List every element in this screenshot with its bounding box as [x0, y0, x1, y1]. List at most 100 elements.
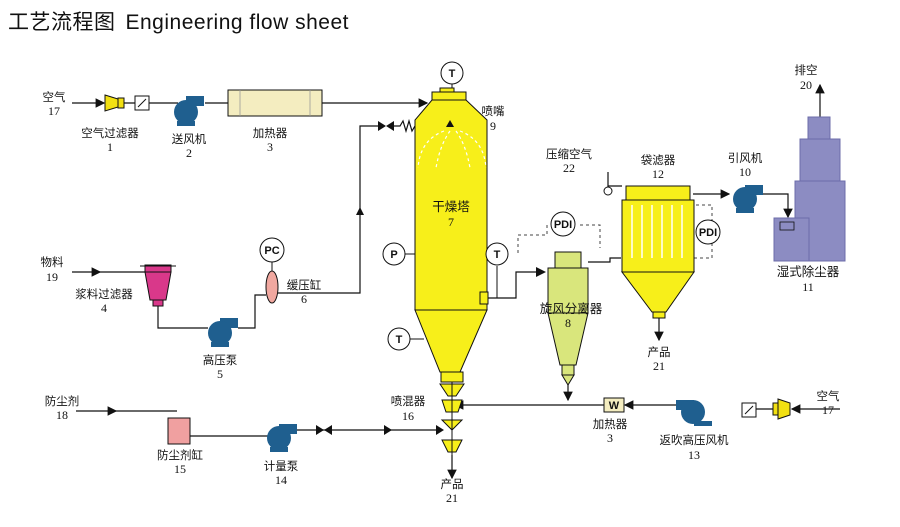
label-blowback-fan: 返吹高压风机 — [660, 433, 729, 447]
num-cyclone: 8 — [565, 316, 571, 330]
num-nozzle: 9 — [490, 119, 496, 133]
label-product-bottom: 产品 — [441, 477, 464, 491]
num-slurry-filter: 4 — [101, 301, 107, 315]
num-fan: 2 — [186, 146, 192, 160]
num-metering-pump: 14 — [275, 473, 287, 487]
arrow-mixer — [384, 425, 392, 435]
pipe-fan-scrubber — [762, 193, 793, 219]
label-antidust: 防尘剂 — [45, 394, 80, 408]
num-scrubber: 11 — [802, 280, 814, 294]
induced-fan-icon — [733, 185, 763, 213]
label-metering-pump: 计量泵 — [264, 459, 299, 473]
heater-top — [227, 89, 323, 117]
arrow-up — [356, 207, 364, 215]
label-air-top: 空气 — [43, 90, 66, 104]
label-induced-fan: 引风机 — [728, 151, 763, 165]
valve-d — [324, 425, 332, 435]
num-air-right: 17 — [822, 403, 834, 417]
svg-text:T: T — [396, 334, 403, 346]
num-product-bag: 21 — [653, 359, 665, 373]
valve-b — [386, 121, 394, 131]
cyclone — [547, 251, 589, 386]
title-en: Engineering flow sheet — [125, 11, 349, 34]
svg-text:PDI: PDI — [699, 227, 717, 239]
num-blowback-fan: 13 — [688, 448, 700, 462]
air-filter-top — [104, 94, 150, 112]
label-mixer: 喷混器 — [391, 394, 426, 408]
w-label: W — [609, 400, 620, 412]
svg-text:PDI: PDI — [554, 219, 572, 231]
label-product-bag: 产品 — [648, 345, 671, 359]
num-buffer: 6 — [301, 292, 307, 306]
label-nozzle: 喷嘴 — [482, 104, 505, 118]
num-hp-pump: 5 — [217, 367, 223, 381]
buffer-tank — [265, 266, 279, 304]
num-exhaust: 20 — [800, 78, 812, 92]
instrument-pc: PC — [259, 237, 285, 271]
num-bag-filter: 12 — [652, 167, 664, 181]
num-induced-fan: 10 — [739, 165, 751, 179]
air-filter-right — [741, 398, 791, 420]
compressed-air-valve — [603, 186, 613, 196]
label-cyclone: 旋风分离器 — [540, 301, 603, 316]
instrument-t-top: T — [440, 61, 464, 88]
dash-tc — [517, 225, 548, 255]
num-mixer: 16 — [402, 409, 414, 423]
num-heater-bottom: 3 — [607, 431, 613, 445]
blowback-fan-icon — [676, 400, 712, 426]
wet-scrubber — [773, 116, 846, 262]
drying-tower — [414, 87, 489, 383]
svg-text:T: T — [494, 249, 501, 261]
dash-pdi-a — [580, 224, 601, 248]
pipe-filter-pump — [157, 305, 208, 329]
label-hp-pump: 高压泵 — [203, 353, 238, 367]
instrument-pdi-bag: PDI — [695, 219, 721, 245]
label-material: 物料 — [41, 255, 64, 269]
num-dryer: 7 — [448, 215, 454, 229]
hp-pump-icon — [208, 318, 238, 347]
fan-icon — [174, 96, 204, 126]
pipe-tower-cyclone — [487, 271, 540, 299]
num-material: 19 — [46, 270, 58, 284]
valve-a — [378, 121, 386, 131]
label-dryer: 干燥塔 — [432, 199, 470, 214]
arrow-mixer-2 — [436, 425, 444, 435]
num-product-bottom: 21 — [446, 491, 458, 505]
label-bag-filter: 袋滤器 — [641, 153, 676, 167]
instrument-t-outlet: T — [485, 242, 509, 298]
instrument-t-bottom: T — [387, 327, 424, 351]
pipe-cyclone-bag — [588, 257, 621, 263]
label-scrubber: 湿式除尘器 — [777, 264, 840, 279]
arrow-cyclone — [536, 267, 546, 277]
instrument-pdi-cyclone: PDI — [550, 211, 576, 237]
svg-text:T: T — [449, 68, 456, 80]
label-heater-bottom: 加热器 — [593, 417, 628, 431]
instrument-p: P — [382, 242, 415, 266]
label-fan: 送风机 — [172, 132, 207, 146]
slurry-filter — [140, 264, 176, 307]
antidust-tank — [167, 417, 191, 445]
label-air-filter: 空气过滤器 — [81, 126, 139, 140]
num-air-top: 17 — [48, 104, 60, 118]
num-heater-top: 3 — [267, 140, 273, 154]
heater-bottom: W — [603, 397, 625, 413]
label-buffer: 缓压缸 — [287, 278, 322, 292]
svg-text:PC: PC — [264, 245, 279, 257]
label-air-right: 空气 — [817, 389, 840, 403]
mixer — [439, 382, 465, 455]
svg-text:P: P — [390, 249, 397, 261]
pipe-buffer-nozzle — [278, 125, 378, 294]
metering-pump-icon — [267, 424, 297, 452]
label-exhaust: 排空 — [795, 63, 818, 77]
pipes — [72, 83, 840, 480]
title-cn: 工艺流程图 — [8, 10, 116, 34]
label-slurry-filter: 浆料过滤器 — [75, 287, 133, 301]
pipe-compressed-air — [607, 172, 622, 188]
bag-filter — [621, 185, 695, 319]
label-compressed-air: 压缩空气 — [546, 147, 592, 161]
pipe-pump-buffer — [238, 294, 266, 329]
label-heater-top: 加热器 — [253, 126, 288, 140]
valve-c — [316, 425, 324, 435]
page-title: 工艺流程图 Engineering flow sheet — [8, 6, 349, 36]
